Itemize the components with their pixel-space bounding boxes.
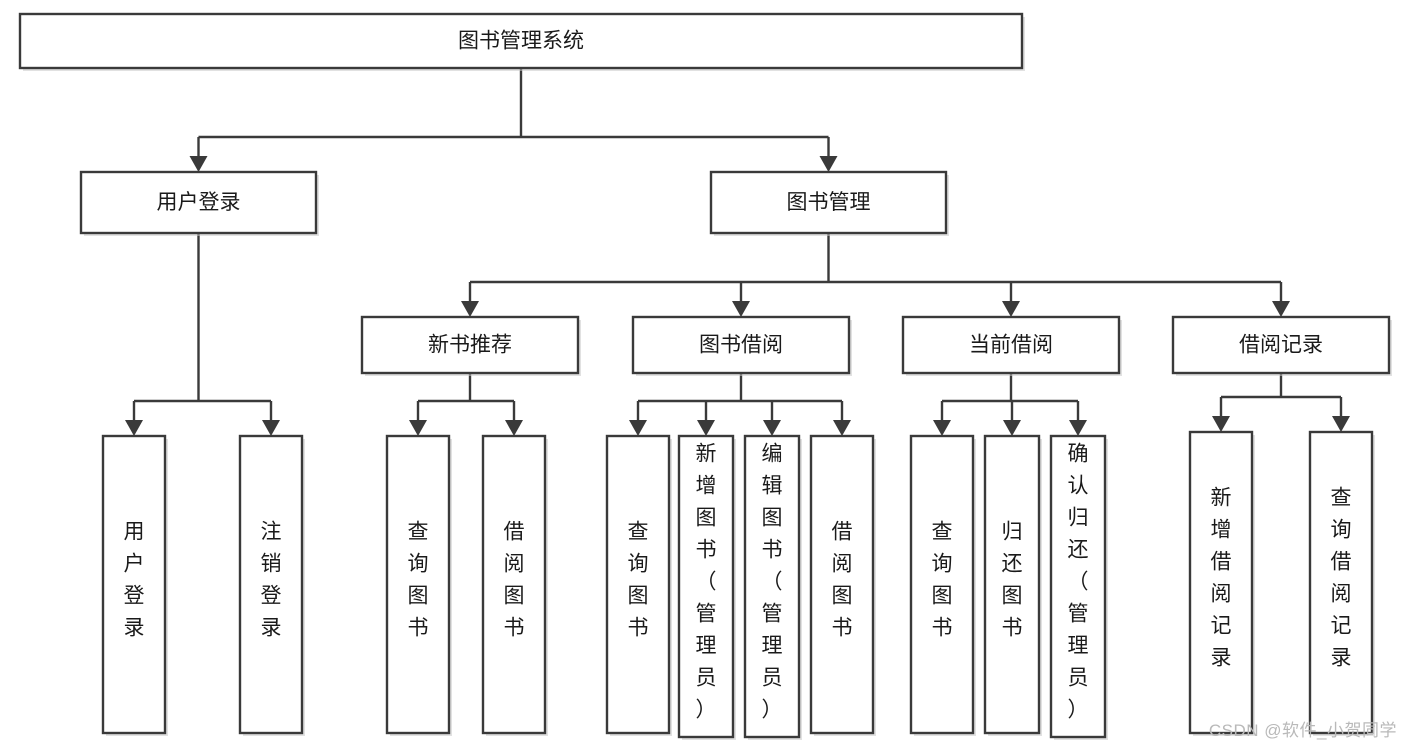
node-leaf-query-record[interactable]: 查询借阅记录 bbox=[1308, 430, 1375, 736]
node-label: 查询图书 bbox=[408, 521, 429, 640]
arrow-head bbox=[629, 420, 647, 436]
edge-group-book-manage bbox=[461, 233, 1290, 317]
node-label: 借阅记录 bbox=[1239, 334, 1323, 357]
node-label: 确认归还（管理员） bbox=[1068, 443, 1089, 722]
node-book-manage[interactable]: 图书管理 bbox=[709, 170, 949, 236]
node-box[interactable] bbox=[481, 434, 547, 735]
node-leaf-query-book-2[interactable]: 查询图书 bbox=[605, 434, 672, 736]
edge-group-new-book-rec bbox=[409, 373, 523, 436]
node-leaf-add-record[interactable]: 新增借阅记录 bbox=[1188, 430, 1255, 736]
node-box[interactable] bbox=[79, 170, 318, 235]
arrow-head bbox=[833, 420, 851, 436]
node-leaf-return-book[interactable]: 归还图书 bbox=[983, 434, 1042, 736]
arrow-head bbox=[1069, 420, 1087, 436]
node-box[interactable] bbox=[743, 434, 801, 739]
node-leaf-borrow-book-2[interactable]: 借阅图书 bbox=[809, 434, 876, 736]
edge-group-root bbox=[189, 68, 838, 172]
node-box[interactable] bbox=[983, 434, 1041, 735]
node-box[interactable] bbox=[1188, 430, 1254, 735]
arrow-head bbox=[1332, 416, 1350, 432]
node-root[interactable]: 图书管理系统 bbox=[18, 12, 1025, 71]
arrow-head bbox=[1272, 301, 1290, 317]
node-new-book-rec[interactable]: 新书推荐 bbox=[360, 315, 581, 376]
node-leaf-confirm-return[interactable]: 确认归还（管理员） bbox=[1049, 434, 1108, 740]
arrow-head bbox=[409, 420, 427, 436]
arrow-head bbox=[933, 420, 951, 436]
node-label: 注销登录 bbox=[261, 521, 282, 640]
node-label: 用户登录 bbox=[124, 521, 145, 640]
node-label: 用户登录 bbox=[157, 191, 241, 214]
node-label: 图书借阅 bbox=[699, 334, 783, 357]
node-label: 新书推荐 bbox=[428, 334, 512, 357]
arrow-head bbox=[505, 420, 523, 436]
arrow-head bbox=[1002, 301, 1020, 317]
node-label: 图书管理 bbox=[787, 191, 871, 214]
edge-group-user-login bbox=[125, 233, 280, 436]
arrow-head bbox=[189, 156, 208, 172]
node-leaf-user-logout[interactable]: 注销登录 bbox=[238, 434, 305, 736]
node-current-borrow[interactable]: 当前借阅 bbox=[901, 315, 1122, 376]
arrow-head bbox=[819, 156, 838, 172]
node-leaf-user-login[interactable]: 用户登录 bbox=[101, 434, 168, 736]
node-box[interactable] bbox=[809, 434, 875, 735]
node-leaf-edit-book[interactable]: 编辑图书（管理员） bbox=[743, 434, 802, 740]
node-leaf-borrow-book-1[interactable]: 借阅图书 bbox=[481, 434, 548, 736]
node-box[interactable] bbox=[385, 434, 451, 735]
node-label: 借阅图书 bbox=[504, 521, 525, 640]
node-label: 查询借阅记录 bbox=[1331, 487, 1352, 670]
node-label: 查询图书 bbox=[628, 521, 649, 640]
node-label: 编辑图书（管理员） bbox=[762, 443, 783, 722]
node-box[interactable] bbox=[631, 315, 851, 375]
arrow-head bbox=[697, 420, 715, 436]
arrow-head bbox=[763, 420, 781, 436]
node-box[interactable] bbox=[677, 434, 735, 739]
node-leaf-query-book-1[interactable]: 查询图书 bbox=[385, 434, 452, 736]
edges-layer bbox=[125, 68, 1350, 436]
node-label: 新增借阅记录 bbox=[1211, 487, 1232, 670]
node-label: 借阅图书 bbox=[832, 521, 853, 640]
arrow-head bbox=[1003, 420, 1021, 436]
node-box[interactable] bbox=[1308, 430, 1374, 735]
node-box[interactable] bbox=[901, 315, 1121, 375]
edge-group-book-borrow bbox=[629, 373, 851, 436]
edge-group-borrow-record bbox=[1212, 373, 1350, 432]
node-label: 图书管理系统 bbox=[458, 30, 584, 53]
node-label: 当前借阅 bbox=[969, 334, 1053, 357]
arrow-head bbox=[125, 420, 143, 436]
node-box[interactable] bbox=[101, 434, 167, 735]
node-leaf-add-book[interactable]: 新增图书（管理员） bbox=[677, 434, 736, 740]
node-label: 归还图书 bbox=[1002, 521, 1023, 640]
arrow-head bbox=[461, 301, 479, 317]
node-box[interactable] bbox=[18, 12, 1024, 70]
node-box[interactable] bbox=[360, 315, 580, 375]
node-box[interactable] bbox=[1171, 315, 1391, 375]
node-box[interactable] bbox=[909, 434, 975, 735]
node-box[interactable] bbox=[709, 170, 948, 235]
nodes-layer: 图书管理系统用户登录图书管理新书推荐图书借阅当前借阅借阅记录用户登录注销登录查询… bbox=[18, 12, 1392, 740]
node-borrow-record[interactable]: 借阅记录 bbox=[1171, 315, 1392, 376]
edge-group-current-borrow bbox=[933, 373, 1087, 436]
node-box[interactable] bbox=[605, 434, 671, 735]
arrow-head bbox=[1212, 416, 1230, 432]
node-box[interactable] bbox=[238, 434, 304, 735]
node-book-borrow[interactable]: 图书借阅 bbox=[631, 315, 852, 376]
arrow-head bbox=[262, 420, 280, 436]
node-user-login[interactable]: 用户登录 bbox=[79, 170, 319, 236]
arrow-head bbox=[732, 301, 750, 317]
node-label: 新增图书（管理员） bbox=[696, 443, 717, 722]
node-box[interactable] bbox=[1049, 434, 1107, 739]
node-leaf-query-book-3[interactable]: 查询图书 bbox=[909, 434, 976, 736]
node-label: 查询图书 bbox=[932, 521, 953, 640]
